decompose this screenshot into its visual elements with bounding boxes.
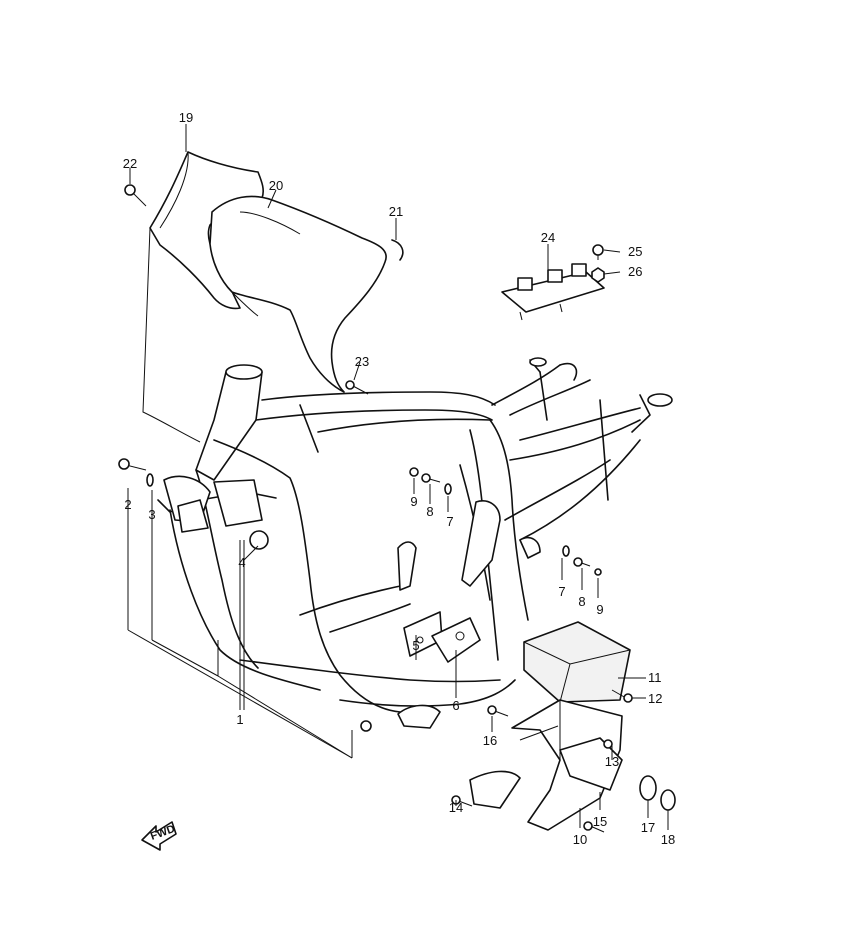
callout-9-right: 9 [596, 602, 603, 617]
callout-21: 21 [389, 204, 403, 219]
callout-24: 24 [541, 230, 555, 245]
callout-26: 26 [628, 264, 642, 279]
callout-7-left: 7 [446, 514, 453, 529]
callout-2: 2 [124, 497, 131, 512]
screw-25-icon [592, 244, 604, 260]
callout-22: 22 [123, 156, 137, 171]
side-cover-19 [142, 151, 265, 443]
callout-3: 3 [148, 507, 155, 522]
nut-26-icon [591, 267, 605, 283]
callout-13: 13 [605, 754, 619, 769]
main-frame [157, 357, 673, 732]
callout-18: 18 [661, 832, 675, 847]
tank-cover-20 [209, 195, 387, 393]
callout-12: 12 [648, 691, 662, 706]
callout-25: 25 [628, 244, 642, 259]
callout-17: 17 [641, 820, 655, 835]
fwd-arrow-icon: FWD [141, 821, 177, 851]
battery-box-11 [523, 621, 631, 703]
callout-14: 14 [449, 800, 463, 815]
callout-16: 16 [483, 733, 497, 748]
callout-4: 4 [238, 555, 245, 570]
callout-1: 1 [236, 712, 243, 727]
callout-11: 11 [648, 670, 662, 685]
bracket-24 [501, 263, 605, 321]
callout-6: 6 [452, 698, 459, 713]
callout-5: 5 [412, 638, 419, 653]
callout-8-left: 8 [426, 504, 433, 519]
callout-15: 15 [593, 814, 607, 829]
callout-10: 10 [573, 832, 587, 847]
callout-7-right: 7 [558, 584, 565, 599]
callout-23: 23 [355, 354, 369, 369]
callout-8-right: 8 [578, 594, 585, 609]
callout-labels: 19 22 20 21 24 25 26 23 2 3 4 1 9 8 7 7 … [123, 110, 675, 847]
battery-holder-10 [469, 699, 623, 831]
callout-20: 20 [269, 178, 283, 193]
callout-19: 19 [179, 110, 193, 125]
leader-lines [127, 124, 669, 830]
callout-9-left: 9 [410, 494, 417, 509]
